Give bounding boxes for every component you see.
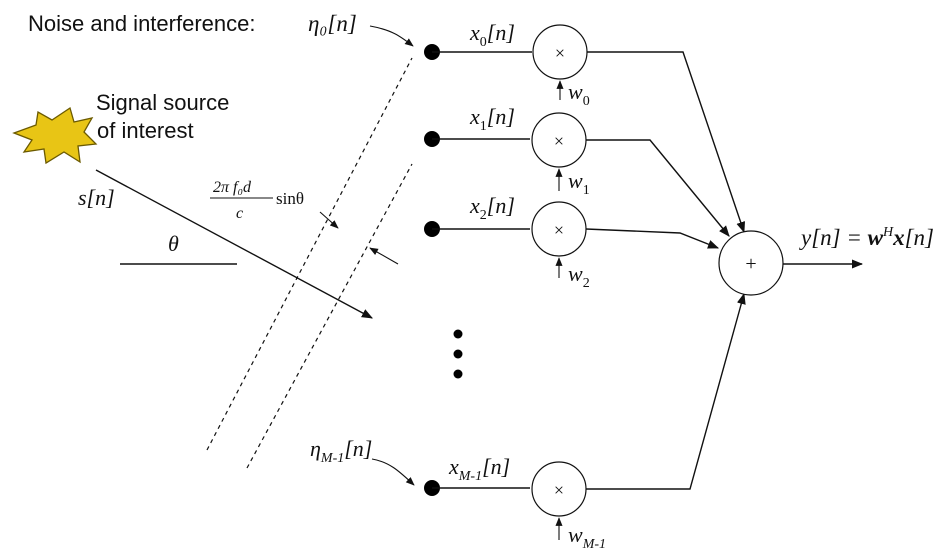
ellipsis-dot-1 <box>453 329 463 339</box>
source-label-line1: Signal source <box>96 90 229 115</box>
sum-wire-m-1 <box>586 292 746 490</box>
input-label-m-1: xM-1[n] <box>448 454 510 484</box>
summer-symbol: + <box>745 253 756 275</box>
input-label-2: x2[n] <box>469 193 515 223</box>
multiplier-2-symbol: × <box>554 220 564 240</box>
etaM-arrow <box>371 458 415 486</box>
ellipsis-dot-3 <box>453 369 463 379</box>
eta0-arrow <box>369 25 414 47</box>
source-label-line2: of interest <box>97 118 194 143</box>
multiplier-0-symbol: × <box>555 43 565 63</box>
signal-source-star <box>12 106 98 165</box>
weight-label-2: w2 <box>568 261 590 291</box>
multiplier-m-1-symbol: × <box>554 480 564 500</box>
sum-wire-0 <box>587 51 746 234</box>
noise-label: Noise and interference: <box>28 11 255 36</box>
signal-label: s[n] <box>78 185 115 210</box>
ellipsis-dot-2 <box>453 349 463 359</box>
sum-wire-1 <box>586 139 730 237</box>
weight-label-m-1: wM-1 <box>568 522 606 552</box>
input-label-1: x1[n] <box>469 104 515 134</box>
wavefront-1 <box>206 57 413 451</box>
theta-label: θ <box>168 231 179 256</box>
weight-label-0: w0 <box>568 79 590 109</box>
weight-label-1: w1 <box>568 168 590 198</box>
eta0-label: η₀[n] <box>308 11 357 36</box>
etaM-label: ηM-1[n] <box>310 436 372 466</box>
spacing-arrow-left <box>319 211 339 229</box>
sum-wire-2 <box>585 228 720 249</box>
input-label-0: x0[n] <box>469 20 515 50</box>
phase-denominator: c <box>236 205 243 222</box>
summer-node <box>718 230 784 296</box>
phase-numerator: 2π f₀d <box>213 179 252 196</box>
wavefront-2 <box>246 163 413 469</box>
spacing-arrow-right <box>369 247 399 265</box>
output-label: y[n] = wHx[n] <box>799 225 934 250</box>
phase-tail: sinθ <box>276 189 304 208</box>
signal-ray <box>95 169 373 319</box>
multiplier-1-symbol: × <box>554 131 564 151</box>
